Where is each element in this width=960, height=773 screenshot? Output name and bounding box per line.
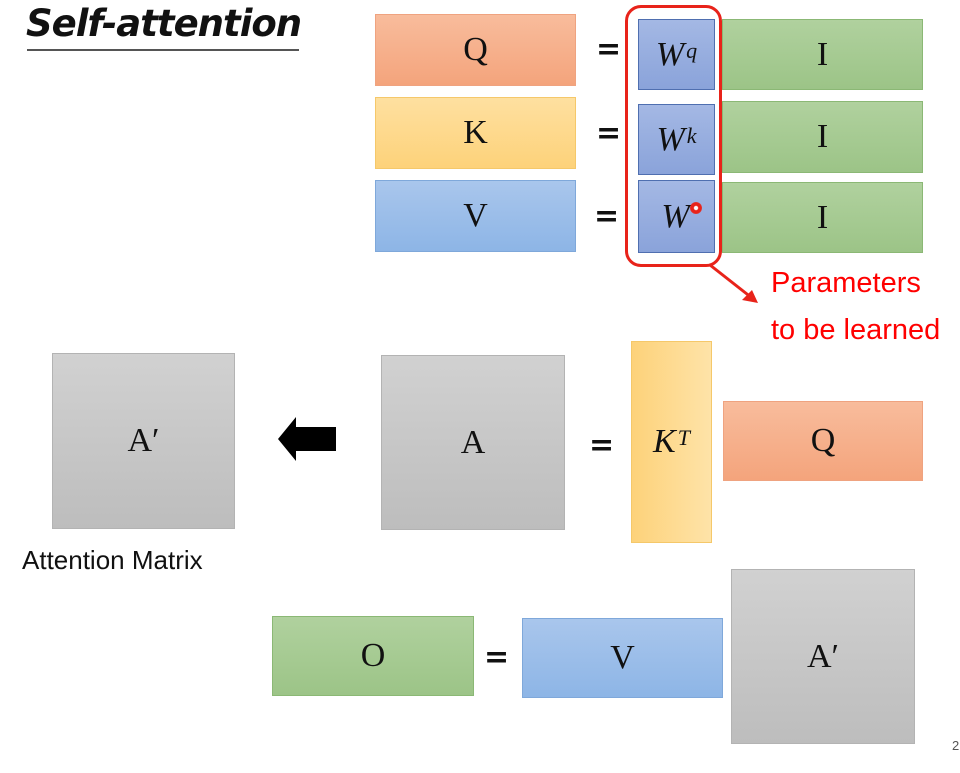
kt-base: K <box>653 423 676 460</box>
q-matrix: Q <box>375 14 576 86</box>
annotation-line1: Parameters <box>771 267 921 299</box>
attention-matrix-normalized: A′ <box>731 569 915 744</box>
weight-base: W <box>656 120 685 158</box>
attention-matrix-normalized: A′ <box>52 353 235 529</box>
weight-sup: k <box>686 122 697 148</box>
equals-sign: = <box>484 640 510 675</box>
kt-sup: T <box>677 425 690 450</box>
annotation-arrow-icon <box>709 263 758 303</box>
left-arrow-icon <box>278 417 336 461</box>
input-matrix: I <box>722 19 923 90</box>
v-matrix: V <box>522 618 723 698</box>
k-matrix: K <box>375 97 576 169</box>
equals-sign: = <box>596 116 622 151</box>
weight-base: W <box>661 197 690 235</box>
input-matrix: I <box>722 182 923 253</box>
cursor-pointer <box>690 202 702 214</box>
equals-sign: = <box>594 199 620 234</box>
q-matrix: Q <box>723 401 923 481</box>
attention-score-matrix: A <box>381 355 565 530</box>
wv-matrix: W <box>638 180 715 253</box>
attention-matrix-caption: Attention Matrix <box>22 545 203 575</box>
weight-base: W <box>655 35 685 73</box>
equals-sign: = <box>596 32 622 67</box>
annotation-line2: to be learned <box>771 314 941 346</box>
weight-sup: q <box>686 37 698 63</box>
parameters-highlight <box>625 5 722 267</box>
slide-title: Self-attention <box>26 2 302 45</box>
page-number: 2 <box>952 738 960 753</box>
title-underline <box>27 49 299 51</box>
input-matrix: I <box>722 101 923 173</box>
equals-sign: = <box>589 428 615 463</box>
output-matrix: O <box>272 616 474 696</box>
v-matrix: V <box>375 180 576 252</box>
